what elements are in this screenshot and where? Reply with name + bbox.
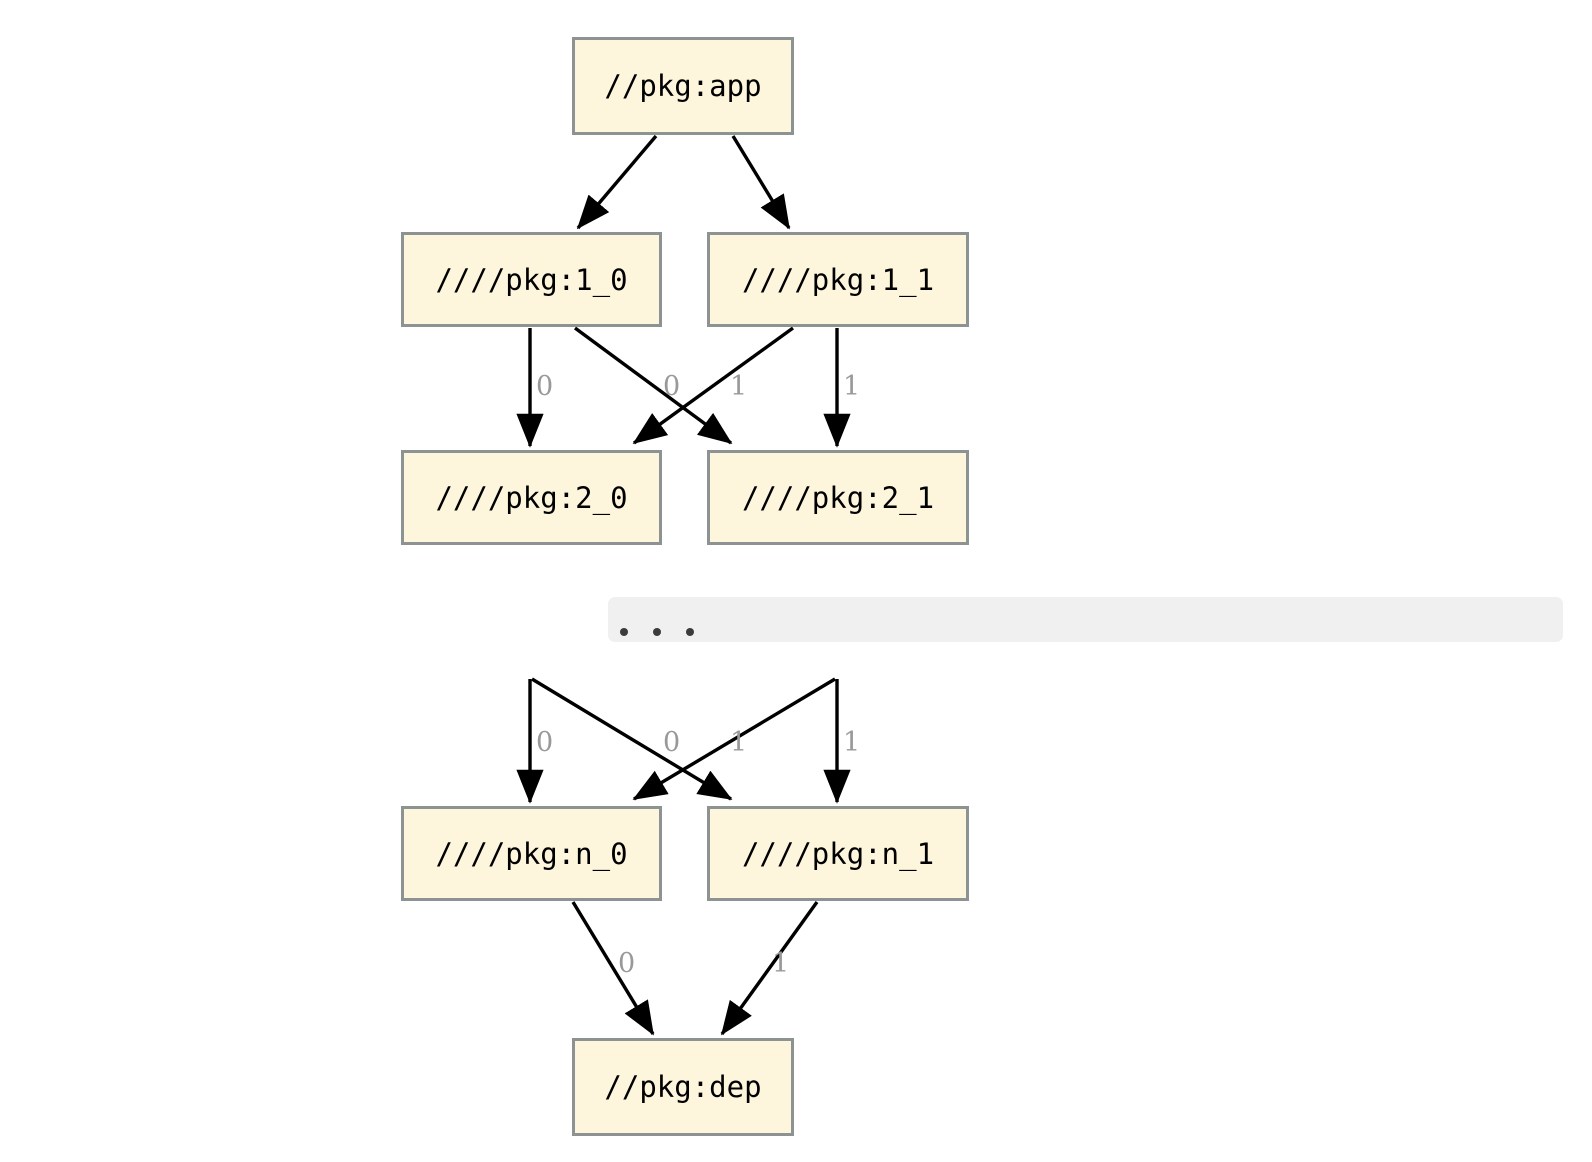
- edge-label: 0: [618, 948, 636, 979]
- edge-src-to-ln_1: [531, 677, 733, 801]
- edge-label: 0: [663, 727, 681, 758]
- node-label: ////pkg:n_0: [435, 836, 628, 871]
- edge-label: 1: [843, 727, 861, 758]
- node-label: ////pkg:2_0: [435, 480, 628, 515]
- edge-ln_1-to-dep: [720, 901, 819, 1036]
- node-l2_0[interactable]: ////pkg:2_0: [401, 450, 662, 545]
- node-label: ////pkg:1_1: [741, 262, 935, 297]
- edge-label: 1: [730, 371, 748, 402]
- edge-label: 1: [730, 727, 748, 758]
- ellipsis-band: [608, 597, 1563, 642]
- node-ln_1[interactable]: ////pkg:n_1: [707, 806, 969, 901]
- node-label: ////pkg:2_1: [741, 480, 935, 515]
- edge-app-to-l1_0: [576, 134, 658, 230]
- node-label: //pkg:dep: [604, 1070, 762, 1104]
- node-dep[interactable]: //pkg:dep: [572, 1038, 794, 1136]
- edge-label: 0: [536, 371, 554, 402]
- edge-ln_0-to-dep: [571, 901, 655, 1036]
- ellipsis-dot: [620, 628, 628, 636]
- ellipsis-dot: [653, 628, 661, 636]
- edge-label: 1: [772, 948, 790, 979]
- edge-l1_0-to-l2_1: [573, 326, 733, 445]
- node-label: //pkg:app: [604, 69, 762, 103]
- node-label: ////pkg:n_1: [741, 836, 935, 871]
- node-l1_0[interactable]: ////pkg:1_0: [401, 232, 662, 327]
- edge-label: 0: [536, 727, 554, 758]
- node-ln_0[interactable]: ////pkg:n_0: [401, 806, 662, 901]
- node-l1_1[interactable]: ////pkg:1_1: [707, 232, 969, 327]
- node-l2_1[interactable]: ////pkg:2_1: [707, 450, 969, 545]
- edges: [516, 134, 851, 1036]
- node-app[interactable]: //pkg:app: [572, 37, 794, 135]
- edge-label: 1: [843, 371, 861, 402]
- edge-l1_1-to-l2_0: [632, 326, 794, 445]
- ellipsis-dots-icon: [620, 628, 694, 636]
- ellipsis-dot: [686, 628, 694, 636]
- edge-src-to-ln_0: [632, 677, 836, 801]
- edge-label: 0: [663, 371, 681, 402]
- edge-app-to-l1_1: [731, 135, 791, 230]
- node-label: ////pkg:1_0: [435, 262, 628, 297]
